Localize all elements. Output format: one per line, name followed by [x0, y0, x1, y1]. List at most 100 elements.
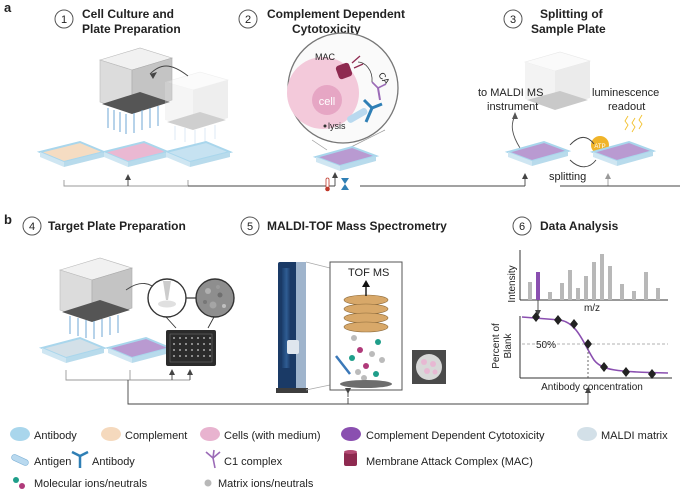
sample-spot-zoom-icon — [412, 350, 446, 384]
pipetting-robot-faded-icon — [163, 71, 230, 144]
step-5-title: MALDI-TOF Mass Spectrometry — [267, 219, 447, 233]
pooling-bracket — [63, 180, 189, 187]
legend-item-antigen: Antigen — [11, 454, 71, 468]
legend-item-maldi-matrix: MALDI matrix — [577, 427, 668, 442]
panel-b-label: b — [4, 212, 12, 227]
step-3-badge — [503, 9, 523, 29]
step-1-title-line2: Plate Preparation — [82, 22, 181, 36]
c1-complex-zoom-icon — [371, 81, 387, 101]
half-max-label: 50% — [536, 340, 556, 351]
legend-item-antibody-well: Antibody — [10, 427, 77, 442]
split-arrow — [569, 159, 597, 168]
step-5-badge — [240, 216, 260, 236]
spectrum-ylabel: Intensity — [507, 265, 518, 302]
svg-text:C1 complex: C1 complex — [224, 456, 283, 468]
step-2-title-line1: Complement Dependent — [267, 7, 405, 21]
antibody-bound-icon — [347, 98, 383, 123]
legend-item-matrix-ions: Matrix ions/neutrals — [204, 478, 314, 490]
luminescence-line2: readout — [608, 101, 645, 113]
legend-item-mac: Membrane Attack Complex (MAC) — [344, 450, 533, 468]
spectrum-peaks — [528, 254, 660, 300]
thermometer-icon — [325, 177, 330, 192]
svg-text:MALDI matrix: MALDI matrix — [601, 430, 668, 442]
svg-text:Complement Dependent Cytotoxic: Complement Dependent Cytotoxicity — [366, 430, 545, 442]
tof-zoom-panel — [329, 261, 403, 391]
step-4-badge — [22, 216, 42, 236]
fitted-curve — [521, 316, 669, 374]
step-2-number: 2 — [245, 14, 251, 26]
light-emission-icon — [624, 114, 643, 133]
cell-nucleus-icon — [312, 85, 342, 115]
step-2-badge — [238, 9, 258, 29]
cell-label: cell — [319, 96, 336, 108]
dose-response-plot: Percent of Blank Antibody concentration … — [491, 312, 672, 393]
split-plate-right — [589, 140, 657, 166]
c1-complex-icon — [205, 449, 221, 469]
to-maldi-arrow — [511, 115, 521, 149]
cdc-zoom-circle: cell MAC CA lysis — [287, 32, 399, 151]
legend-item-complement: Complement — [101, 427, 187, 442]
splitting-label: splitting — [549, 171, 586, 183]
svg-text:Matrix ions/neutrals: Matrix ions/neutrals — [218, 478, 314, 490]
target-robot-icon — [58, 257, 134, 339]
data-points — [532, 312, 656, 379]
step-4-number: 4 — [29, 221, 35, 233]
svg-text:Complement: Complement — [125, 430, 187, 442]
tof-ms-label: TOF MS — [348, 267, 389, 279]
transfer-arrow — [149, 65, 189, 77]
cells-plate — [100, 140, 172, 167]
svg-text:Antigen: Antigen — [34, 456, 71, 468]
step-3-title-line1: Splitting of — [540, 7, 604, 21]
svg-text:Antibody: Antibody — [34, 430, 77, 442]
antibody-complement-plate — [36, 140, 108, 167]
spotting-zoom-icon — [147, 278, 187, 318]
antibody-icon — [71, 450, 89, 468]
mac-label: MAC — [315, 52, 336, 62]
maldi-tof-instrument-icon — [276, 262, 308, 393]
split-robot-icon — [523, 51, 592, 110]
mac-pore-icon — [335, 55, 364, 80]
cdc-plate — [312, 145, 380, 171]
to-maldi-line1: to MALDI MS — [478, 87, 543, 99]
legend-item-antibody: Antibody — [71, 450, 135, 468]
antigen-icon — [11, 454, 29, 466]
maldi-target-plate-icon — [166, 330, 216, 366]
curve-ylabel-line2: Blank — [503, 332, 514, 358]
panel-a-label: a — [4, 0, 12, 15]
pipetting-robot-icon — [98, 47, 174, 134]
molecular-ions-icon — [13, 477, 25, 489]
svg-text:Molecular ions/neutrals: Molecular ions/neutrals — [34, 478, 148, 490]
curve-ylabel-line1: Percent of — [491, 323, 502, 369]
step-3-number: 3 — [510, 14, 516, 26]
sample-plate — [104, 336, 174, 363]
step-1-number: 1 — [61, 14, 67, 26]
svg-text:ATP: ATP — [594, 144, 605, 150]
legend-item-c1-complex: C1 complex — [205, 449, 283, 469]
step-1-title-line1: Cell Culture and — [82, 7, 174, 21]
target-peak — [536, 272, 540, 300]
svg-text:Membrane Attack Complex (MAC): Membrane Attack Complex (MAC) — [366, 456, 533, 468]
curve-xlabel: Antibody concentration — [541, 382, 643, 393]
hourglass-icon — [341, 178, 349, 190]
legend-item-molecular-ions: Molecular ions/neutrals — [13, 477, 148, 490]
split-plate-left — [504, 140, 572, 166]
crystal-zoom-icon — [195, 278, 235, 318]
spectrum-xlabel: m/z — [584, 303, 600, 314]
step-6-badge — [512, 216, 532, 236]
to-analysis-connector — [127, 380, 589, 405]
step-5-number: 5 — [247, 221, 253, 233]
svg-text:Cells (with medium): Cells (with medium) — [224, 430, 321, 442]
matrix-ions-icon — [204, 479, 212, 487]
mac-icon — [344, 450, 357, 466]
luminescence-line1: luminescence — [592, 87, 659, 99]
to-maldi-line2: instrument — [487, 101, 538, 113]
matrix-plate — [38, 336, 108, 363]
step-1-badge — [54, 9, 74, 29]
legend: Antibody Complement Cells (with medium) … — [10, 427, 668, 490]
legend-item-cells: Cells (with medium) — [200, 427, 321, 442]
step-4-title: Target Plate Preparation — [48, 219, 186, 233]
mass-spectrum-plot: Intensity m/z — [507, 250, 668, 316]
svg-text:Antibody: Antibody — [92, 456, 135, 468]
legend-item-cdc: Complement Dependent Cytotoxicity — [341, 427, 545, 442]
